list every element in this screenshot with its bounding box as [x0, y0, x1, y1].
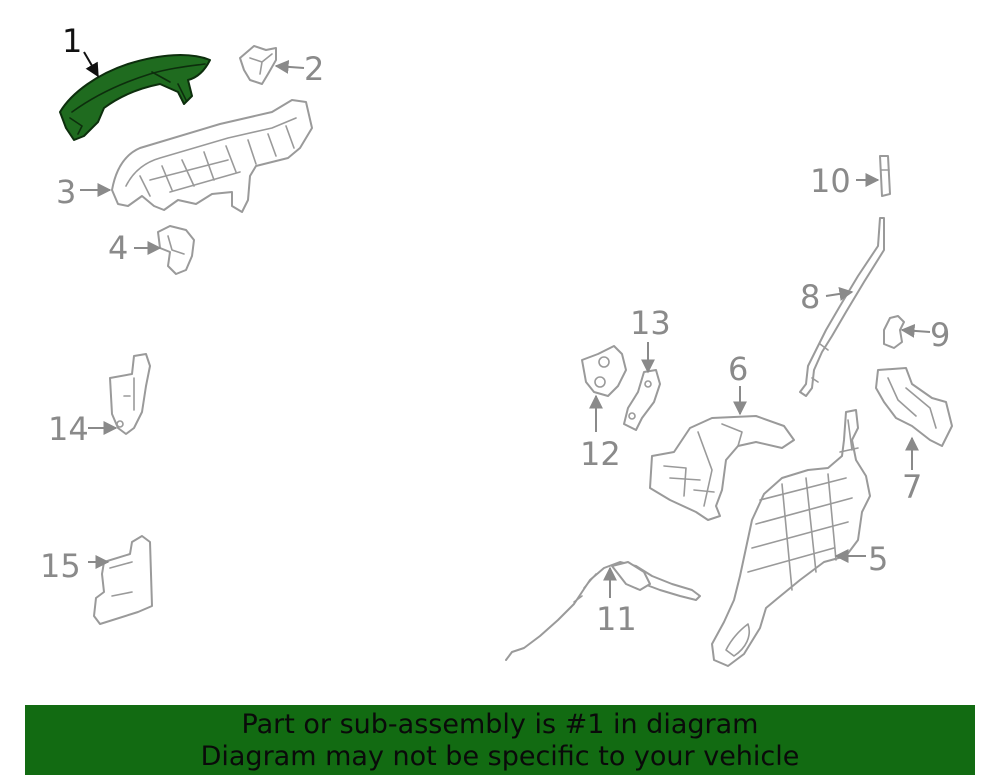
callout-15: 15	[40, 547, 81, 585]
callout-4: 4	[108, 229, 128, 267]
callout-13: 13	[630, 304, 671, 342]
part-15-plate[interactable]	[93, 535, 153, 625]
part-4-bushing[interactable]	[157, 225, 195, 275]
part-1-door-handle[interactable]	[59, 54, 211, 141]
callout-12: 12	[580, 435, 621, 473]
callout-9: 9	[930, 316, 950, 354]
part-2-clip[interactable]	[239, 45, 277, 85]
part-5-lock-actuator[interactable]	[711, 409, 871, 667]
callout-11: 11	[596, 600, 637, 638]
callout-labels: 1 2 3 4 5 6 7 8 9 10 11 12 13 14 15	[40, 22, 950, 638]
callout-8: 8	[800, 278, 820, 316]
part-14-bracket[interactable]	[109, 353, 151, 435]
callout-14: 14	[48, 410, 89, 448]
leader-lines	[80, 51, 931, 598]
banner-line-1: Part or sub-assembly is #1 in diagram	[241, 709, 759, 740]
callout-5: 5	[868, 540, 888, 578]
callout-6: 6	[728, 350, 748, 388]
part-12-bracket[interactable]	[581, 345, 627, 397]
callout-2: 2	[304, 50, 324, 88]
callout-10: 10	[810, 162, 851, 200]
part-13-bracket[interactable]	[623, 369, 661, 431]
callout-3: 3	[56, 173, 76, 211]
part-6-bracket[interactable]	[649, 415, 795, 521]
part-9-grommet[interactable]	[883, 315, 905, 349]
part-11-cable[interactable]	[505, 561, 701, 661]
callout-1: 1	[62, 22, 82, 60]
part-3-handle-frame[interactable]	[111, 99, 313, 213]
part-10-pin[interactable]	[879, 155, 891, 197]
callout-7: 7	[902, 468, 922, 506]
part-8-rod[interactable]	[799, 217, 885, 397]
info-banner: Part or sub-assembly is #1 in diagram Di…	[25, 705, 975, 775]
banner-line-2: Diagram may not be specific to your vehi…	[200, 741, 800, 772]
part-7-bracket[interactable]	[875, 367, 953, 447]
